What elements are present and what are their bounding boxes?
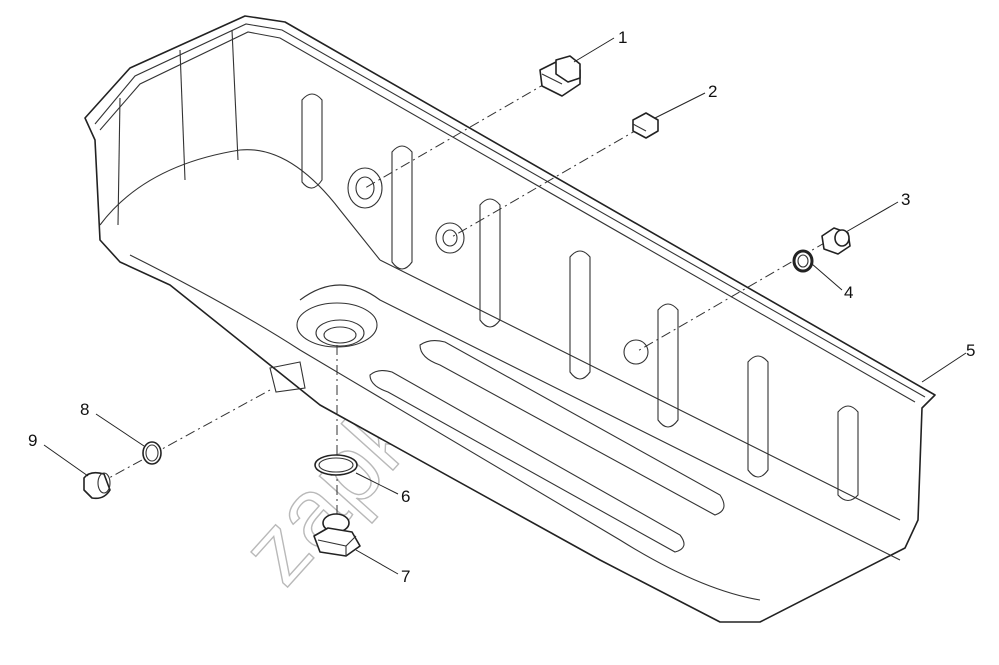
plug-part-1[interactable] bbox=[539, 55, 581, 97]
side-port bbox=[269, 361, 306, 393]
callout-2: 2 bbox=[708, 82, 717, 101]
plug-part-9[interactable] bbox=[83, 471, 111, 500]
callout-6: 6 bbox=[401, 487, 410, 506]
callout-labels: 1 2 3 4 5 6 7 8 9 bbox=[28, 28, 975, 586]
gasket-part-6[interactable] bbox=[314, 454, 358, 476]
callout-3: 3 bbox=[901, 190, 910, 209]
plug-part-2[interactable] bbox=[632, 112, 659, 139]
callout-8: 8 bbox=[80, 400, 89, 419]
washer-part-4[interactable] bbox=[792, 249, 814, 273]
boss-1 bbox=[347, 167, 383, 209]
boss-4 bbox=[623, 339, 649, 365]
callout-5: 5 bbox=[966, 341, 975, 360]
drain-plug-part-7[interactable] bbox=[313, 513, 361, 557]
plug-part-3[interactable] bbox=[821, 227, 851, 255]
callout-4: 4 bbox=[844, 283, 853, 302]
callout-1: 1 bbox=[618, 28, 627, 47]
bottom-grooves bbox=[369, 339, 725, 553]
rib-slots bbox=[301, 93, 859, 502]
callout-9: 9 bbox=[28, 431, 37, 450]
boss-2 bbox=[435, 222, 465, 254]
leader-lines bbox=[43, 37, 967, 575]
oil-pan bbox=[84, 15, 936, 623]
callout-7: 7 bbox=[401, 567, 410, 586]
o-ring-part-8[interactable] bbox=[142, 441, 162, 465]
